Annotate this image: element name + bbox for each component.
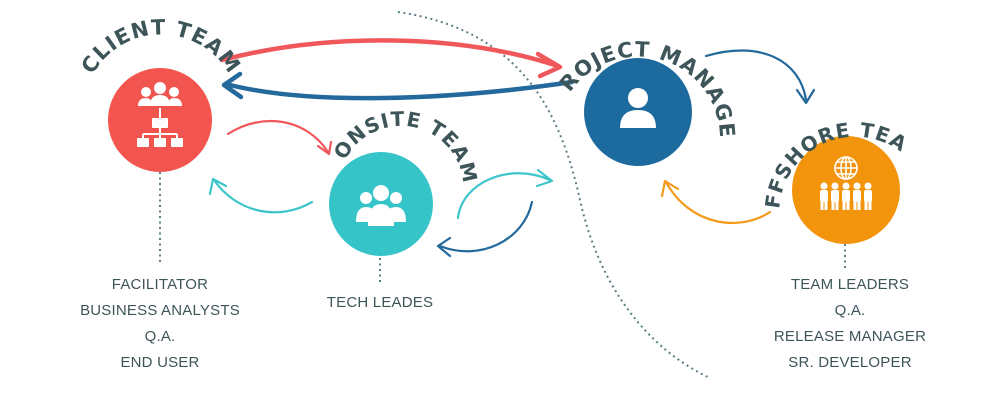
offshore-role-sr-developer: SR. DEVELOPER: [788, 354, 912, 371]
org-chart-people-icon: [137, 82, 183, 147]
globe-people-icon: [834, 156, 858, 180]
project-manager-node: PROJECT MANAGER: [0, 0, 738, 166]
arrowhead-project-to-onsite: [436, 236, 452, 258]
offshore-role-qa: Q.A.: [834, 302, 866, 319]
offshore-role-team-leaders: TEAM LEADERS: [790, 276, 910, 293]
onsite-role-tech-leades: TECH LEADES: [326, 294, 434, 311]
arrow-onsite-to-project: [456, 172, 552, 220]
arrow-project-to-client: [223, 79, 575, 101]
client-team-node: CLIENT TEAM: [76, 15, 244, 172]
offshore-roles-list: TEAM LEADERS Q.A. RELEASE MANAGER SR. DE…: [750, 272, 950, 376]
client-role-business-analysts: BUSINESS ANALYSTS: [80, 302, 240, 319]
arrow-project-to-onsite: [438, 200, 534, 253]
arrowhead-project-to-client: [221, 71, 244, 100]
group-people-icon: [356, 185, 406, 226]
onsite-team-node: ONSITE TEAM: [329, 107, 481, 256]
arrowhead-project-to-offshore: [795, 88, 816, 105]
arrowhead-client-to-project: [535, 51, 563, 79]
arrow-offshore-to-project: [664, 180, 772, 224]
client-role-qa: Q.A.: [144, 328, 176, 345]
onsite-roles-list: TECH LEADES: [300, 290, 460, 316]
arrowhead-client-to-onsite: [316, 140, 333, 156]
arrowhead-offshore-to-project: [660, 179, 680, 198]
arrowhead-onsite-to-client: [208, 177, 228, 196]
people-row: [820, 182, 872, 210]
person-icon: [620, 88, 656, 128]
client-roles-list: FACILITATOR BUSINESS ANALYSTS Q.A. END U…: [60, 272, 260, 376]
offshore-role-release-manager: RELEASE MANAGER: [773, 328, 927, 345]
client-role-end-user: END USER: [120, 354, 200, 371]
arrowhead-onsite-to-project: [535, 168, 554, 188]
arrow-client-to-onsite: [226, 119, 330, 154]
divider-dotted-line: [397, 11, 711, 379]
arrow-project-to-offshore: [704, 49, 808, 102]
arrow-onsite-to-client: [212, 178, 314, 214]
client-role-facilitator: FACILITATOR: [111, 276, 209, 293]
arrow-client-to-project: [219, 38, 561, 69]
